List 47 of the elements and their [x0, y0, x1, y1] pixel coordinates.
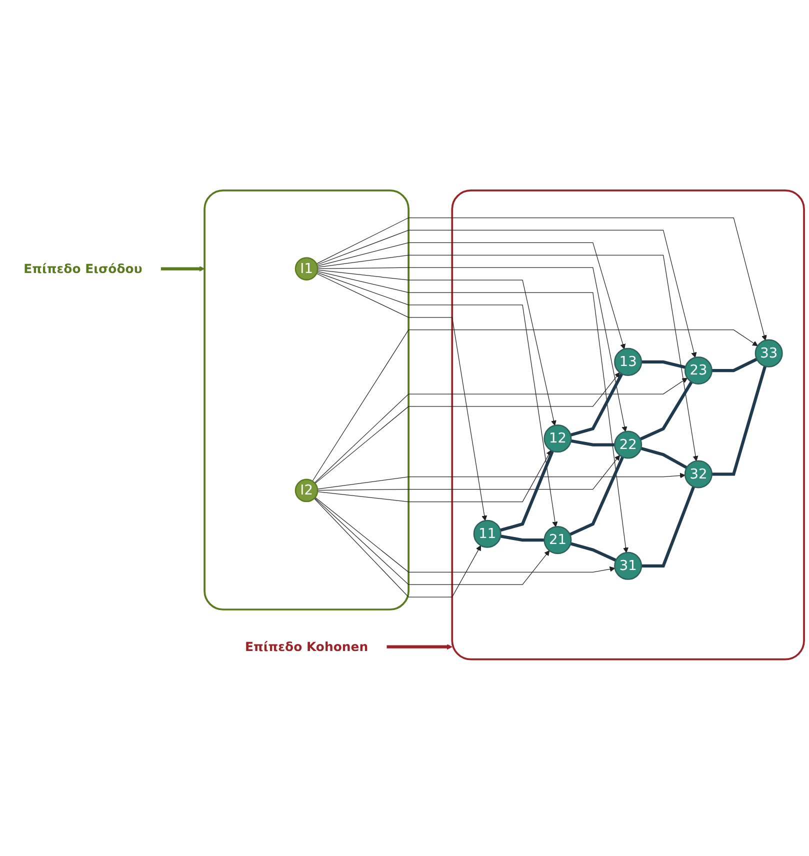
arrow: [317, 450, 552, 502]
arrow: [314, 372, 620, 484]
arrow: [317, 267, 628, 432]
node-circle: I2: [294, 478, 318, 502]
arrow: [317, 455, 620, 491]
arrow: [316, 230, 697, 358]
arrow: [317, 270, 556, 426]
arrow: [316, 273, 488, 521]
connector: [570, 542, 617, 562]
node-text: Επίπεδο Εισόδου: [24, 261, 142, 276]
connector: [570, 439, 615, 446]
connector: [640, 446, 688, 470]
arrow: [314, 498, 550, 585]
connector: [570, 373, 624, 436]
arrow: [316, 272, 558, 528]
arrow: [312, 330, 758, 482]
node-circle: 31: [614, 552, 642, 580]
connector: [712, 358, 758, 372]
node-circle: 13: [614, 348, 642, 376]
node-circle: 22: [614, 430, 642, 459]
node-circle: 23: [684, 356, 712, 385]
cluster: [204, 190, 410, 610]
node-circle: 32: [684, 460, 712, 488]
connector: [712, 366, 767, 476]
connector: [500, 450, 554, 532]
node-circle: 33: [754, 339, 783, 368]
arrow: [314, 378, 688, 484]
cluster: [451, 190, 805, 660]
node-circle: 12: [544, 424, 572, 453]
arrow: [316, 217, 767, 341]
connector: [641, 486, 696, 568]
connector: [640, 381, 693, 441]
connector: [569, 456, 624, 536]
arrow: [317, 254, 698, 462]
arrow: [386, 644, 452, 650]
connector: [500, 534, 544, 542]
node-circle: 21: [544, 526, 572, 554]
arrow: [317, 472, 686, 490]
connector: [641, 360, 686, 369]
arrow: [160, 266, 205, 272]
arrow: [316, 242, 626, 350]
arrow: [317, 270, 628, 553]
node-text: Επίπεδο Kohonen: [245, 639, 368, 654]
arrow: [314, 498, 482, 598]
node-circle: 11: [473, 520, 502, 548]
node-circle: I1: [294, 257, 318, 280]
arrow: [314, 497, 616, 572]
